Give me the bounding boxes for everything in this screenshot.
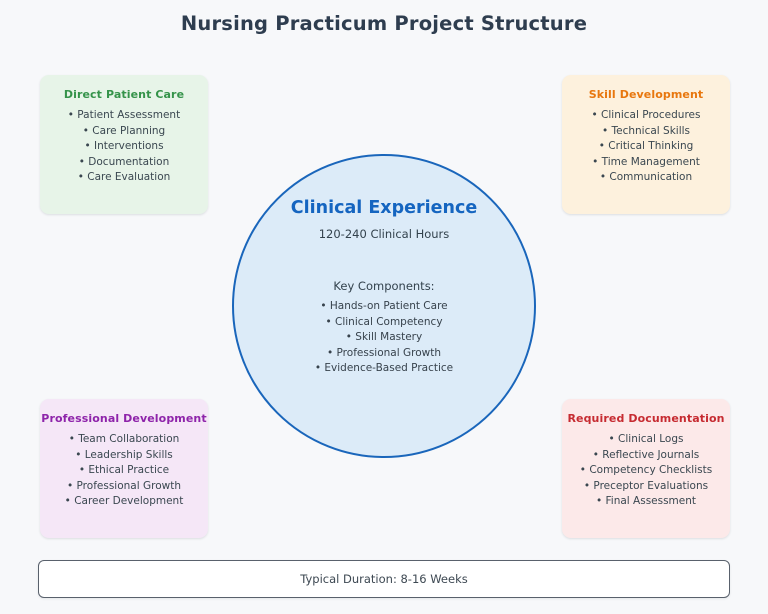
list-item: • Leadership Skills [75, 448, 173, 461]
circle-title: Clinical Experience [290, 198, 478, 218]
box-list-direct-patient-care: • Patient Assessment • Care Planning • Int… [40, 108, 208, 186]
list-item: • Clinical Procedures [591, 109, 701, 121]
list-item: • Interventions [84, 140, 164, 152]
list-item: • Professional Growth [327, 346, 441, 359]
page-title: Nursing Practicum Project Structure [180, 12, 588, 35]
list-item: • Reflective Journals [592, 448, 700, 461]
box-list-professional-development: • Team Collaboration • Leadership Skills •… [40, 432, 208, 510]
list-item: • Care Planning [82, 124, 166, 137]
list-item: • Career Development [64, 495, 184, 507]
duration-label: Typical Duration: 8-16 Weeks [300, 572, 468, 586]
list-item: • Competency Checklists [579, 464, 713, 476]
list-item: • Final Assessment [595, 495, 697, 507]
box-title-skill-development: Skill Development [588, 88, 704, 101]
list-item: • Team Collaboration [68, 433, 180, 445]
list-item: • Patient Assessment [67, 109, 181, 121]
list-item: • Clinical Logs [608, 433, 684, 445]
box-title-required-documentation: Required Documentation [567, 412, 725, 425]
box-professional-development: Professional Development • Team Collabor… [40, 399, 208, 538]
box-title-professional-development: Professional Development [41, 412, 207, 425]
circle-components-list: • Hands-on Patient Care • Clinical Compet… [234, 299, 534, 377]
box-list-required-documentation: • Clinical Logs • Reflective Journals • Co… [562, 432, 730, 510]
list-item: • Technical Skills [601, 124, 691, 137]
circle-hours: 120-240 Clinical Hours [318, 227, 450, 241]
list-item: • Hands-on Patient Care [320, 300, 448, 312]
box-required-documentation: Required Documentation • Clinical Logs• … [562, 399, 730, 538]
list-item: • Clinical Competency [325, 315, 443, 328]
box-title-direct-patient-care: Direct Patient Care [63, 88, 185, 101]
box-direct-patient-care: Direct Patient Care • Patient Assessment… [40, 75, 208, 214]
circle-components-heading: Key Components: [333, 279, 435, 293]
list-item: • Critical Thinking [598, 140, 694, 152]
list-item: • Care Evaluation [77, 171, 171, 183]
list-item: • Ethical Practice [78, 464, 170, 476]
list-item: • Evidence-Based Practice [314, 362, 454, 374]
central-circle-clinical-experience: Clinical Experience 120-240 Clinical Hou… [232, 154, 536, 458]
list-item: • Communication [599, 171, 693, 183]
list-item: • Skill Mastery [345, 331, 423, 343]
list-item: • Time Management [592, 155, 700, 168]
list-item: • Professional Growth [67, 479, 181, 492]
box-list-skill-development: • Clinical Procedures • Technical Skills •… [562, 108, 730, 186]
box-skill-development: Skill Development • Clinical Procedures•… [562, 75, 730, 214]
list-item: • Documentation [78, 155, 170, 168]
duration-bar: Typical Duration: 8-16 Weeks [38, 560, 730, 598]
list-item: • Preceptor Evaluations [583, 479, 709, 492]
